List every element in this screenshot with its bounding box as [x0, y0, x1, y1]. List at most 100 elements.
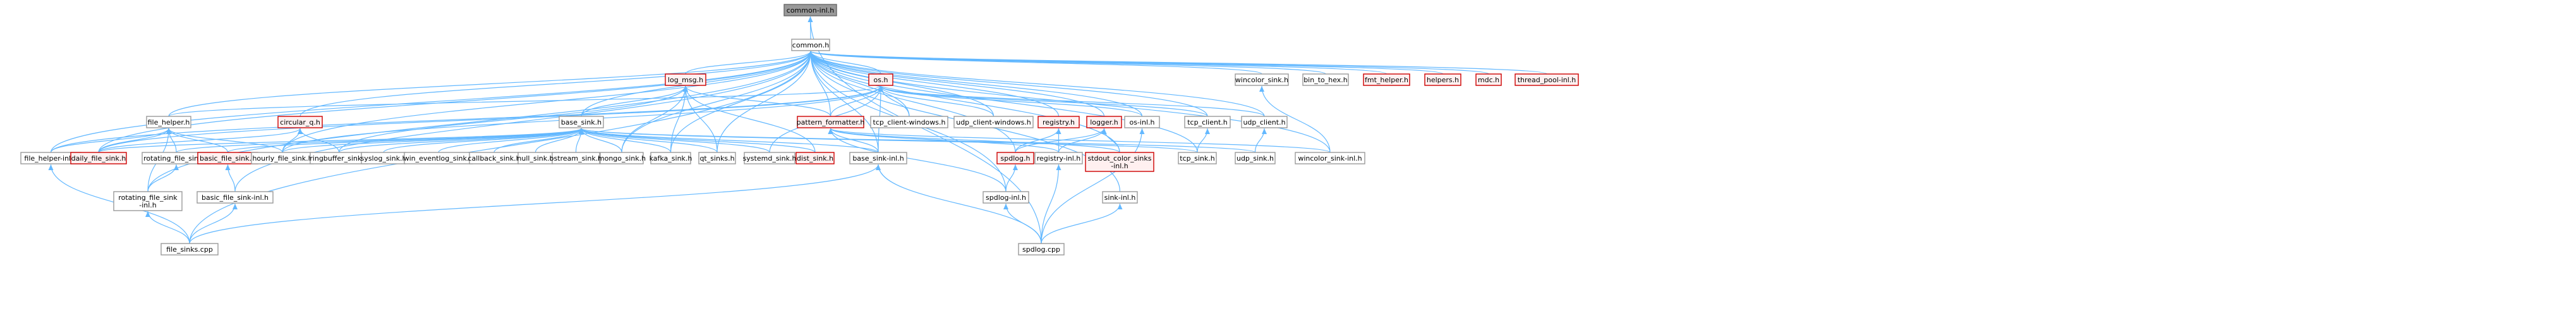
node-systemd_sink[interactable]: systemd_sink.h	[743, 152, 797, 164]
node-ringbuffer_sink[interactable]: ringbuffer_sink.h	[310, 152, 368, 164]
node-rotating_file_sink_inl[interactable]: rotating_file_sink-inl.h	[113, 191, 183, 211]
node-bin_to_hex[interactable]: bin_to_hex.h	[1302, 73, 1349, 86]
edge-ringbuffer_sink-to-base_sink	[338, 128, 584, 153]
edge-basic_file_sink-to-base_sink	[227, 128, 584, 153]
node-box	[650, 152, 691, 164]
edge-thread_pool_inl-to-common	[808, 51, 1547, 75]
edge-wincolor_sink_inl-to-wincolor_sink	[1259, 85, 1331, 153]
node-box	[791, 39, 830, 51]
node-logger[interactable]: logger.h	[1086, 116, 1122, 128]
edge-registry-to-common	[808, 51, 1060, 117]
node-callback_sink[interactable]: callback_sink.h	[468, 152, 521, 164]
node-label: common-inl.h	[787, 6, 834, 15]
node-file_helper_inl[interactable]: file_helper-inl.h	[20, 152, 82, 164]
node-basic_file_sink[interactable]: basic_file_sink.h	[197, 152, 258, 164]
edge-hourly_file_sink-to-base_sink	[282, 128, 584, 153]
edge-syslog_sink-to-base_sink	[383, 128, 584, 153]
node-box	[1034, 152, 1083, 164]
node-tcp_sink[interactable]: tcp_sink.h	[1178, 152, 1217, 164]
node-label: rotating_file_sink	[118, 194, 178, 202]
node-basic_file_sink_inl[interactable]: basic_file_sink-inl.h	[197, 191, 274, 204]
node-daily_file_sink[interactable]: daily_file_sink.h	[70, 152, 127, 164]
node-os[interactable]: os.h	[868, 73, 893, 86]
node-base_sink[interactable]: base_sink.h	[559, 116, 604, 128]
edge-os_inl-to-os	[878, 85, 1143, 117]
node-label: base_sink-inl.h	[852, 154, 904, 163]
node-box	[1102, 191, 1138, 204]
node-mdc[interactable]: mdc.h	[1475, 73, 1502, 86]
edge-wincolor_sink_inl-to-common	[808, 51, 1331, 153]
node-box	[1363, 73, 1410, 86]
node-common_inl[interactable]: common-inl.h	[783, 4, 837, 16]
node-syslog_sink[interactable]: syslog_sink.h	[361, 152, 407, 164]
node-file_sinks_cpp[interactable]: file_sinks.cpp	[160, 243, 219, 256]
node-tcp_client[interactable]: tcp_client.h	[1184, 116, 1231, 128]
node-spdlog_inl[interactable]: spdlog-inl.h	[983, 191, 1029, 204]
node-sink_inl[interactable]: sink-inl.h	[1102, 191, 1138, 204]
node-box	[1178, 152, 1217, 164]
node-udp_client_windows[interactable]: udp_client-windows.h	[953, 116, 1034, 128]
edge-mongo_sink-to-common	[621, 51, 813, 153]
node-label: mongo_sink.h	[598, 154, 646, 163]
edge-file_helper_inl-to-file_helper	[50, 128, 171, 153]
node-udp_sink[interactable]: udp_sink.h	[1235, 152, 1276, 164]
node-wincolor_sink[interactable]: wincolor_sink.h	[1235, 73, 1289, 86]
node-label: daily_file_sink.h	[71, 154, 126, 163]
node-label: dist_sink.h	[797, 154, 833, 163]
node-os_inl[interactable]: os-inl.h	[1124, 116, 1160, 128]
node-wincolor_sink_inl[interactable]: wincolor_sink-inl.h	[1295, 152, 1365, 164]
node-spdlog_h[interactable]: spdlog.h	[996, 152, 1034, 164]
node-thread_pool_inl[interactable]: thread_pool-inl.h	[1515, 73, 1579, 86]
node-box	[1302, 73, 1349, 86]
node-base_sink_inl[interactable]: base_sink-inl.h	[849, 152, 907, 164]
node-label: pattern_formatter.h	[797, 118, 865, 126]
node-dist_sink[interactable]: dist_sink.h	[795, 152, 835, 164]
edge-basic_file_sink_inl-to-basic_file_sink	[225, 164, 236, 192]
edge-udp_client-to-common	[808, 51, 1265, 117]
node-box	[1515, 73, 1579, 86]
node-win_eventlog_sink[interactable]: win_eventlog_sink.h	[404, 152, 474, 164]
node-file_helper[interactable]: file_helper.h	[146, 116, 191, 128]
node-udp_client[interactable]: udp_client.h	[1241, 116, 1288, 128]
edge-qt_sinks-to-base_sink	[579, 128, 718, 153]
node-box	[953, 116, 1034, 128]
node-box	[146, 116, 191, 128]
node-ostream_sink[interactable]: ostream_sink.h	[550, 152, 602, 164]
node-rotating_file_sink[interactable]: rotating_file_sink.h	[142, 152, 211, 164]
node-log_msg[interactable]: log_msg.h	[665, 73, 706, 86]
node-pattern_formatter[interactable]: pattern_formatter.h	[797, 116, 865, 128]
node-helpers[interactable]: helpers.h	[1424, 73, 1461, 86]
edge-tcp_sink-to-tcp_client	[1197, 128, 1210, 153]
node-spdlog_cpp[interactable]: spdlog.cpp	[1018, 243, 1065, 256]
node-box	[983, 191, 1029, 204]
node-qt_sinks[interactable]: qt_sinks.h	[698, 152, 736, 164]
node-label: file_helper-inl.h	[24, 154, 77, 163]
node-box	[600, 152, 644, 164]
node-label: udp_client.h	[1243, 118, 1285, 126]
node-fmt_helper[interactable]: fmt_helper.h	[1363, 73, 1410, 86]
node-circular_q[interactable]: circular_q.h	[277, 116, 323, 128]
edge-file_sinks_cpp-to-rotating_file_sink_inl	[145, 211, 190, 244]
node-label: kafka_sink.h	[650, 154, 692, 163]
node-hourly_file_sink[interactable]: hourly_file_sink.h	[251, 152, 314, 164]
edge-log_msg-to-common	[685, 51, 813, 75]
edge-daily_file_sink-to-base_sink	[98, 128, 584, 153]
node-box	[1018, 243, 1065, 256]
node-box	[744, 152, 795, 164]
node-stdout_color_sinks_inl[interactable]: stdout_color_sinks-inl.h	[1085, 152, 1154, 172]
node-registry[interactable]: registry.h	[1037, 116, 1080, 128]
node-registry_inl[interactable]: registry-inl.h	[1034, 152, 1083, 164]
node-common[interactable]: common.h	[791, 39, 830, 51]
node-kafka_sink[interactable]: kafka_sink.h	[650, 152, 692, 164]
node-mongo_sink[interactable]: mongo_sink.h	[598, 152, 646, 164]
edge-tcp_client-to-os	[878, 85, 1208, 117]
edge-kafka_sink-to-common	[670, 51, 813, 153]
node-label: basic_file_sink.h	[200, 154, 256, 163]
node-box	[783, 4, 837, 16]
edge-udp_client_windows-to-os	[878, 85, 995, 117]
node-tcp_client_windows[interactable]: tcp_client-windows.h	[870, 116, 948, 128]
node-box	[698, 152, 736, 164]
node-null_sink[interactable]: null_sink.h	[517, 152, 554, 164]
node-label: file_sinks.cpp	[166, 245, 213, 254]
